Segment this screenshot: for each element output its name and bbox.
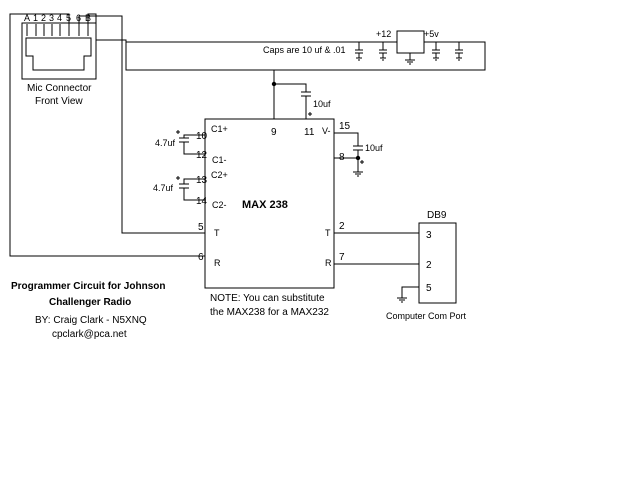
- c2-minus-label: C2-: [212, 200, 227, 210]
- email-line: cpclark@pca.net: [52, 329, 127, 340]
- db9-pin-2-label: 2: [426, 260, 432, 271]
- caps-note: Caps are 10 uf & .01: [263, 45, 346, 55]
- credits: Programmer Circuit for Johnson Challenge…: [11, 281, 165, 340]
- t-left-label: T: [214, 228, 220, 238]
- junction-dot: [271, 81, 277, 87]
- v12-label: +12: [376, 29, 391, 39]
- capacitor-vminus-icon: [353, 145, 364, 177]
- capacitor-vminus-label: 10uf: [365, 143, 383, 153]
- author-line: BY: Craig Clark - N5XNQ: [35, 315, 147, 326]
- wire-pin15: [334, 132, 359, 146]
- pin-9-label: 9: [271, 127, 277, 138]
- capacitor-c2-icon: [176, 176, 189, 189]
- pin-7-label: 7: [339, 252, 345, 263]
- wire-pin13: [183, 178, 205, 184]
- capacitor-top-icon: [301, 91, 312, 119]
- c1-minus-label: C1-: [212, 155, 227, 165]
- wire-pin9-supply: [273, 83, 307, 119]
- title-line-2: Challenger Radio: [49, 297, 131, 308]
- c1-plus-label: C1+: [211, 124, 228, 134]
- db9-body: [418, 222, 457, 304]
- title-line-1: Programmer Circuit for Johnson: [11, 281, 165, 292]
- max238-chip: MAX 238 9 11 15 V- 10 12 13 14 5 6 C1+ C…: [196, 118, 351, 318]
- pin-15-label: 15: [339, 121, 351, 132]
- wire-pin14: [183, 188, 205, 201]
- pin-6-label: 6: [198, 252, 204, 263]
- v5-label: +5v: [424, 29, 439, 39]
- wire-pin12: [183, 142, 205, 155]
- db9-caption: Computer Com Port: [386, 311, 467, 321]
- regulator-ground-icon: [405, 59, 415, 65]
- wire-db9-ground: [401, 286, 419, 298]
- mic-connector-caption: Mic Connector: [27, 83, 92, 94]
- db9-connector: DB9 3 2 5 Computer Com Port: [386, 210, 467, 321]
- chip-note-2: the MAX238 for a MAX232: [210, 307, 329, 318]
- db9-ground-icon: [397, 297, 407, 303]
- r-left-label: R: [214, 258, 221, 268]
- mic-pin-label-4: 4: [57, 13, 62, 23]
- wire-mic-to-pin5: [78, 15, 205, 234]
- regulator-7805: [396, 30, 425, 54]
- mic-pin-label-a: A: [24, 13, 30, 23]
- capacitor-c1-icon: [176, 130, 189, 143]
- wire-mic-to-power: [87, 13, 486, 71]
- chip-body: [204, 118, 335, 289]
- pin-10-label: 10: [196, 131, 208, 142]
- r-right-label: R: [325, 258, 332, 268]
- c2-plus-label: C2+: [211, 170, 228, 180]
- pin-13-label: 13: [196, 175, 208, 186]
- bypass-capacitor-icons: [355, 42, 463, 61]
- pin-5-label: 5: [198, 222, 204, 233]
- pin-vminus-label: V-: [322, 126, 331, 136]
- capacitor-c1-label: 4.7uf: [155, 138, 176, 148]
- mic-pin-label-2: 2: [41, 13, 46, 23]
- pin-12-label: 12: [196, 150, 208, 161]
- db9-pin-3-label: 3: [426, 230, 432, 241]
- chip-note: NOTE: You can substitute: [210, 293, 325, 304]
- chip-name: MAX 238: [242, 199, 288, 211]
- mic-pin-label-3: 3: [49, 13, 54, 23]
- mic-connector-key: [25, 37, 92, 71]
- pin-11-label: 11: [304, 127, 315, 138]
- wire-mic-to-pin6: [9, 13, 205, 257]
- mic-connector: A 1 2 3 4 5 6 B Mic Connector Front View: [21, 13, 97, 107]
- pin-2-label: 2: [339, 221, 345, 232]
- db9-pin-5-label: 5: [426, 283, 432, 294]
- mic-pin-leads: [26, 24, 89, 36]
- mic-pin-label-1: 1: [33, 13, 38, 23]
- t-right-label: T: [325, 228, 331, 238]
- power-supply: +12 +5v Caps are 10 uf & .01: [263, 29, 463, 65]
- pin-14-label: 14: [196, 196, 208, 207]
- junction-dot-vminus: [355, 155, 361, 161]
- wire-pin10: [183, 134, 205, 138]
- capacitor-c2-label: 4.7uf: [153, 183, 174, 193]
- mic-connector-body: [21, 22, 97, 80]
- capacitor-top-label: 10uf: [313, 99, 331, 109]
- db9-title: DB9: [427, 210, 447, 221]
- mic-connector-caption-2: Front View: [35, 96, 83, 107]
